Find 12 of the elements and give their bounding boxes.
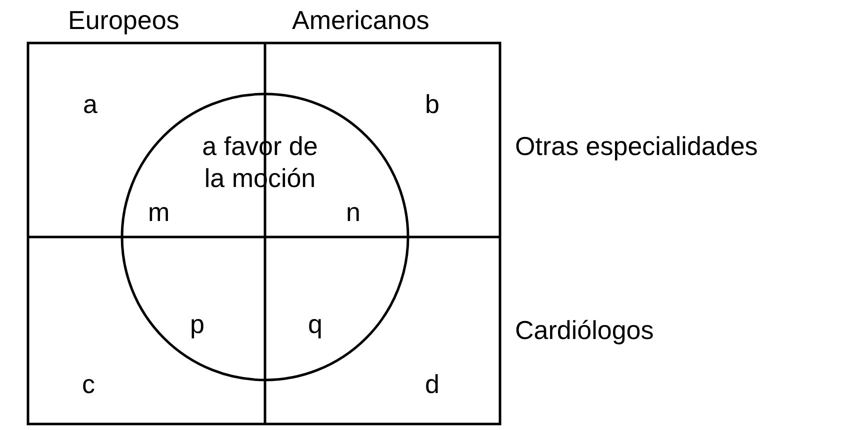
row-heading: Cardiólogos bbox=[515, 314, 654, 346]
region-letter: a bbox=[83, 88, 98, 120]
region-letter: n bbox=[346, 196, 360, 228]
column-heading: Europeos bbox=[68, 4, 180, 36]
region-letter: d bbox=[425, 368, 440, 400]
region-letter: m bbox=[148, 196, 170, 228]
region-letter: q bbox=[308, 308, 322, 340]
row-heading: Otras especialidades bbox=[515, 130, 758, 162]
region-letter: p bbox=[190, 308, 204, 340]
region-letter: c bbox=[82, 368, 95, 400]
region-letter: b bbox=[425, 88, 440, 120]
column-heading: Americanos bbox=[292, 4, 430, 36]
